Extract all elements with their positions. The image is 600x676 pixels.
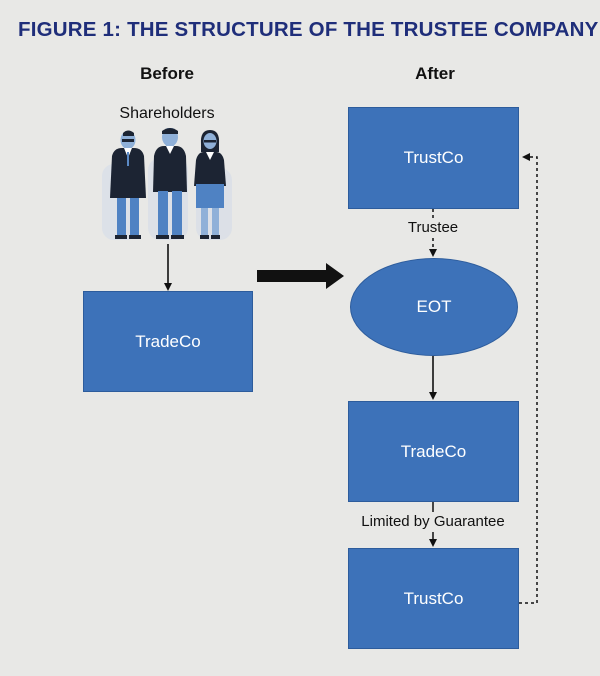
shareholder-right <box>194 130 226 239</box>
before-to-after-arrow <box>257 263 344 289</box>
shareholder-left <box>110 130 146 239</box>
shareholders-illustration <box>102 128 232 240</box>
guarantee-edge-label: Limited by Guarantee <box>361 513 505 530</box>
trustee-edge-label: Trustee <box>407 219 459 236</box>
before-tradeco-box: TradeCo <box>83 291 253 392</box>
after-tradeco-label: TradeCo <box>400 441 467 461</box>
after-tradeco-box: TradeCo <box>348 401 519 502</box>
shareholders-label: Shareholders <box>119 105 215 122</box>
after-trustco-bottom-label: TrustCo <box>403 588 464 608</box>
shareholder-middle <box>153 128 187 239</box>
figure-title: FIGURE 1: THE STRUCTURE OF THE TRUSTEE C… <box>18 18 599 41</box>
before-heading: Before <box>140 64 194 83</box>
after-eot-label: EOT <box>416 297 452 316</box>
after-heading: After <box>415 64 455 83</box>
before-tradeco-label: TradeCo <box>135 331 201 351</box>
after-trustco-top-label: TrustCo <box>403 148 464 167</box>
after-trustco-top-box: TrustCo <box>348 107 519 209</box>
feedback-loop-connector <box>519 153 538 604</box>
after-trustco-bottom-box: TrustCo <box>348 548 519 649</box>
after-eot-ellipse: EOT <box>350 258 518 356</box>
